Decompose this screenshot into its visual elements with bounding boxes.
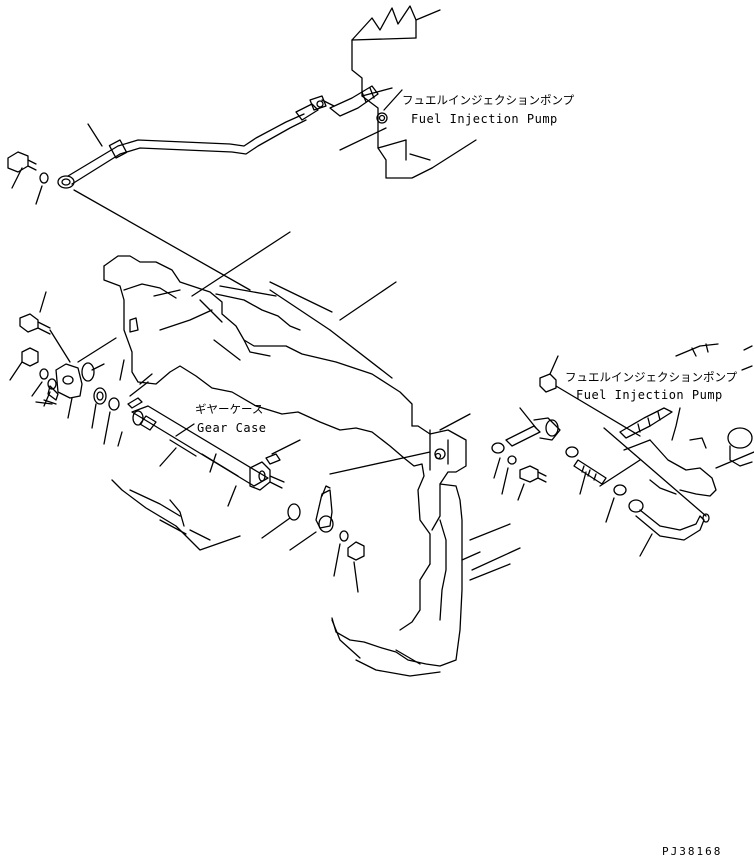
drawing-code: PJ38168 bbox=[662, 845, 723, 858]
gear-case-label-jp: ギヤーケース bbox=[195, 402, 264, 416]
fuel-injection-pump-label-en-top: Fuel Injection Pump bbox=[411, 112, 558, 126]
left-side-fasteners bbox=[9, 291, 365, 593]
top-linkage-rod bbox=[57, 95, 335, 189]
fuel-injection-pump-top bbox=[329, 5, 477, 179]
gear-case-label-en: Gear Case bbox=[197, 421, 267, 435]
right-bracket bbox=[329, 413, 521, 677]
fuel-injection-pump-label-en-right: Fuel Injection Pump bbox=[576, 388, 723, 402]
bolt-top-left bbox=[7, 151, 49, 205]
right-linkage bbox=[491, 355, 710, 557]
leader-line-rod-end bbox=[73, 189, 251, 291]
fuel-injection-pump-label-jp-top: フュエルインジェクションポンプ bbox=[402, 93, 575, 107]
leader-gear-case bbox=[175, 423, 195, 437]
fuel-injection-pump-label-jp-right: フュエルインジェクションポンプ bbox=[565, 370, 738, 384]
leader-fip-top bbox=[383, 89, 403, 111]
fuel-injection-pump-right bbox=[619, 343, 754, 497]
gear-case-frame bbox=[103, 231, 413, 459]
gear-case-lower bbox=[111, 479, 241, 551]
